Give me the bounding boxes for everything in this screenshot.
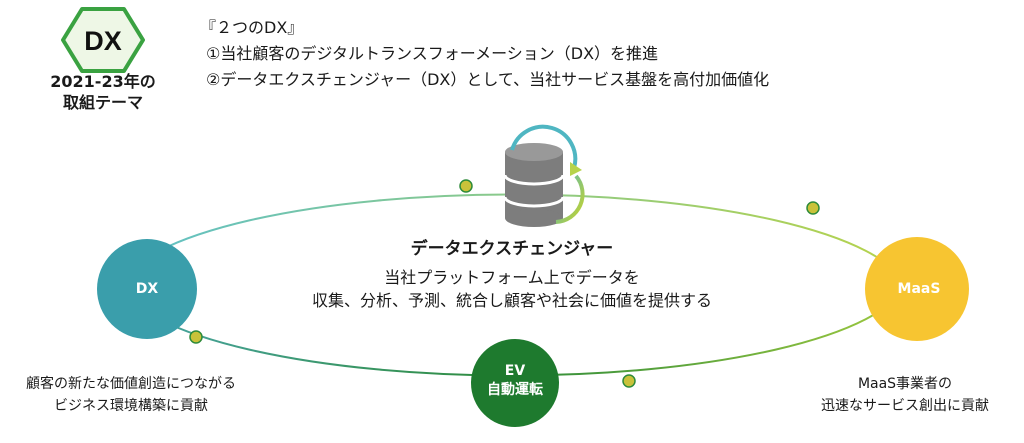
- maas-node: [865, 237, 969, 341]
- maas-node-label: MaaS: [897, 281, 941, 297]
- dx-theme-hexagon: DX: [61, 7, 145, 73]
- theme-label: 取組テーマ: [62, 93, 143, 112]
- orbit-dots: [189, 179, 820, 388]
- data-exchanger-desc-2: 収集、分析、予測、統合し顧客や社会に価値を提供する: [311, 291, 712, 310]
- orbit-dot: [459, 179, 473, 193]
- theme-year: 2021-23年の: [50, 72, 156, 91]
- database-sync-icon: [503, 124, 585, 227]
- hexagon-dx-text: DX: [84, 26, 122, 56]
- maas-caption-line-1: MaaS事業者の: [857, 376, 953, 392]
- dx-caption-line-2: ビジネス環境構築に貢献: [54, 398, 208, 414]
- autonomous-driving-label: 自動運転: [487, 382, 543, 398]
- orbit-dot: [622, 374, 636, 388]
- data-exchanger-diagram: [97, 124, 969, 427]
- maas-caption-line-2: 迅速なサービス創出に貢献: [821, 398, 989, 414]
- ev-node-label: EV: [504, 363, 526, 379]
- dx-item-1: ①当社顧客のデジタルトランスフォーメーション（DX）を推進: [206, 44, 659, 63]
- ev-node: [471, 339, 559, 427]
- dx-item-2: ②データエクスチェンジャー（DX）として、当社サービス基盤を高付加価値化: [206, 70, 770, 89]
- two-dx-heading: 『２つのDX』: [200, 18, 304, 37]
- orbit-dot: [189, 330, 203, 344]
- dx-node: [97, 239, 197, 339]
- dx-caption-line-1: 顧客の新たな価値創造につながる: [26, 376, 236, 392]
- data-exchanger-title: データエクスチェンジャー: [410, 239, 614, 259]
- dx-node-label: DX: [135, 281, 159, 297]
- data-exchanger-desc-1: 当社プラットフォーム上でデータを: [384, 268, 640, 287]
- orbit-dot: [806, 201, 820, 215]
